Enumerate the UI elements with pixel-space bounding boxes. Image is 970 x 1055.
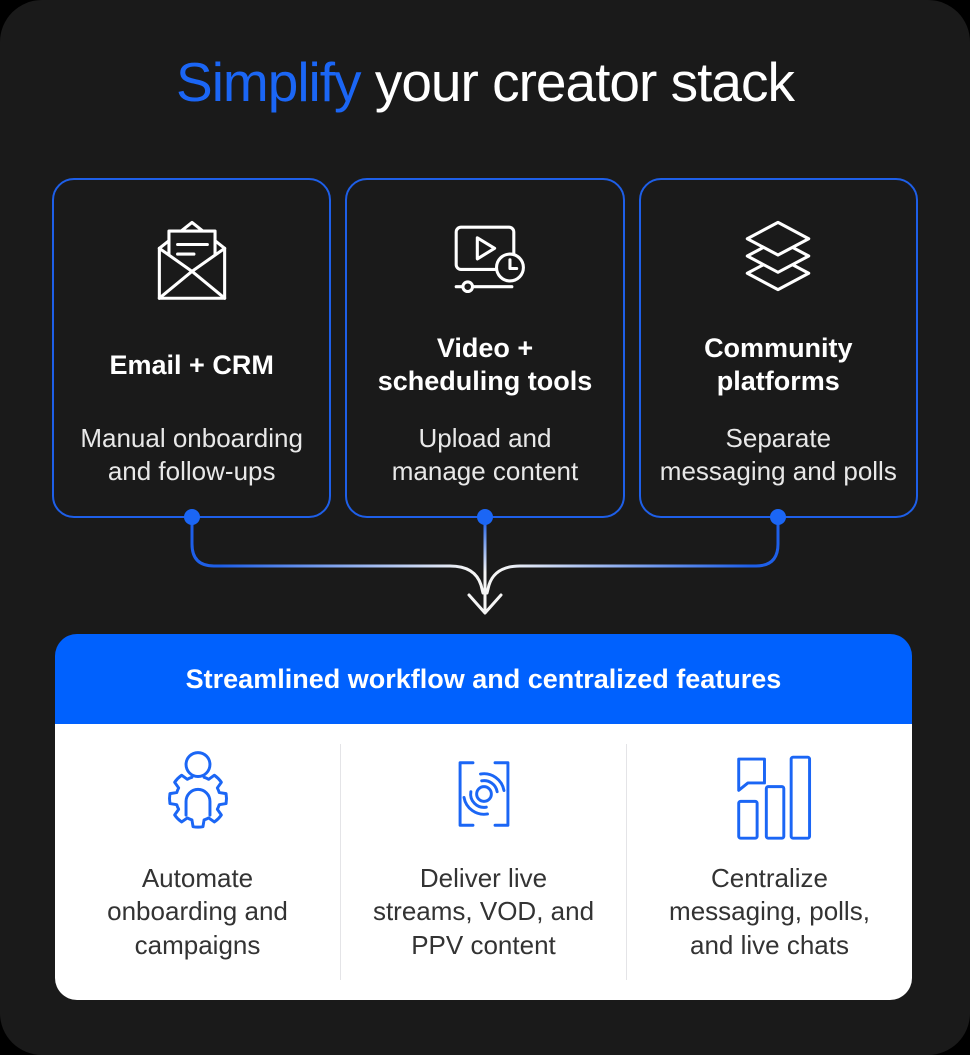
gear-person-icon [167, 751, 228, 829]
card-title: Community platforms [704, 333, 853, 396]
live-broadcast-icon [458, 761, 509, 827]
chart-chat-icon [736, 755, 811, 840]
vertical-divider [626, 744, 627, 980]
card-title: Email + CRM [109, 349, 274, 380]
card-community-platforms: Community platforms Separate messaging a… [638, 178, 918, 518]
card-description: Separate messaging and polls [659, 423, 897, 487]
result-header-label: Streamlined workflow and centralized fea… [185, 663, 782, 694]
feature-text: Centralize messaging, polls, and live ch… [669, 863, 870, 960]
result-panel-header: Streamlined workflow and centralized fea… [55, 634, 912, 724]
tool-cards-row: Email + CRM Manual onboarding and follow… [52, 178, 918, 518]
card-description: Manual onboarding and follow-ups [80, 423, 303, 487]
feature-streaming: Deliver live streams, VOD, and PPV conte… [341, 724, 626, 1000]
card-title: Video + scheduling tools [377, 333, 593, 396]
card-description: Upload and manage content [391, 423, 579, 487]
page-title: Simplify your creator stack [0, 50, 970, 114]
feature-automation: Automate onboarding and campaigns [55, 724, 340, 1000]
card-video-scheduling: Video + scheduling tools Upload and mana… [345, 178, 625, 518]
open-envelope-icon [157, 220, 226, 300]
feature-text: Automate onboarding and campaigns [107, 863, 288, 960]
result-panel-body: Automate onboarding and campaigns Delive… [55, 724, 912, 1000]
layers-icon [746, 220, 811, 292]
feature-centralize: Centralize messaging, polls, and live ch… [627, 724, 912, 1000]
title-highlight: Simplify [176, 51, 362, 113]
result-panel: Streamlined workflow and centralized fea… [55, 634, 912, 1000]
card-email-crm: Email + CRM Manual onboarding and follow… [52, 178, 332, 518]
vertical-divider [340, 744, 341, 980]
video-scheduling-icon [454, 225, 525, 294]
feature-text: Deliver live streams, VOD, and PPV conte… [372, 863, 595, 960]
title-rest: your creator stack [360, 51, 795, 113]
